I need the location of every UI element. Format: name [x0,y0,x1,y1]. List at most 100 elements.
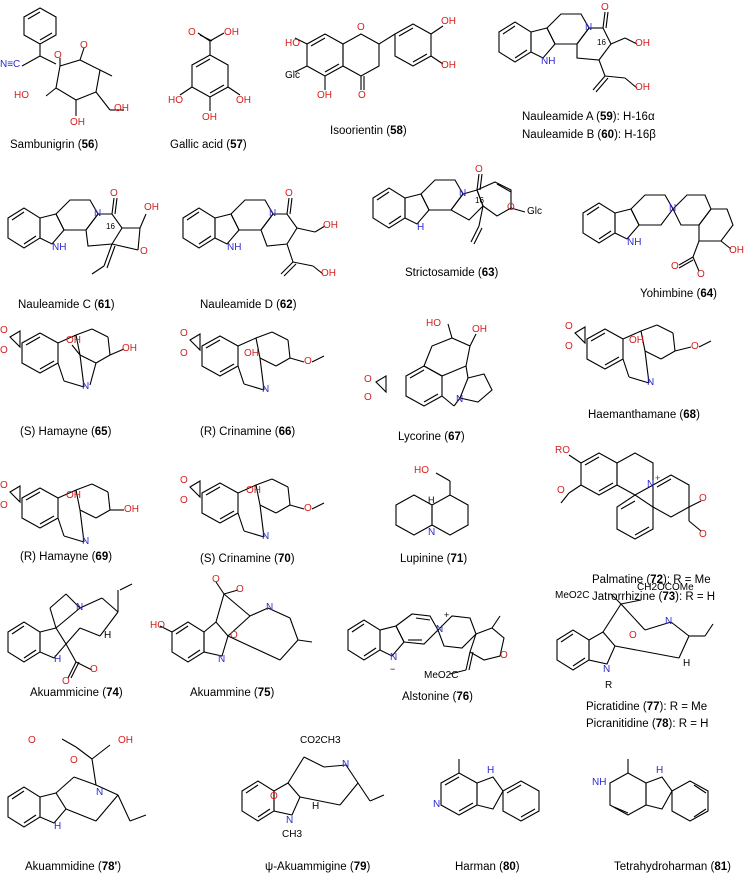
compound-57-caption: Gallic acid (57) [170,139,247,151]
dioxole-oxygen-label: O [364,374,372,385]
compound-71-structure: HO N H [380,465,490,555]
ring-oxygen-label: O [507,202,515,213]
methoxy-oxygen-label: O [691,341,699,352]
dioxole-oxygen-label: O [364,392,372,403]
amine-nitrogen-label: N [262,531,270,542]
ring-oxygen-label: O [357,22,365,33]
hydroxyl-label: OH [118,735,133,746]
compound-63-structure: H N O 16 O Glc [365,150,565,260]
compound-62-structure: NH N O OH OH [175,170,350,280]
amine-nitrogen-label: N [669,203,677,214]
compound-68-structure: O O OH N O [555,315,730,415]
dioxole-oxygen-label: O [565,321,573,332]
carbonyl-oxygen-label: O [601,2,609,13]
dioxole-oxygen-label: O [180,495,188,506]
ether-oxygen-label: O [270,791,278,802]
hydroxyl-label: OH [70,117,85,128]
ester-oxygen-label: O [671,261,679,272]
r-crinamine-drawing [189,331,325,391]
piperidine-nh-label: NH [592,777,607,788]
indole-nh-label: H [417,222,425,233]
ring-oxygen-label: O [140,246,148,257]
compound-78prime-caption: Akuammidine (78') [25,861,122,873]
compound-74-caption: Akuammicine (74) [30,687,123,699]
amine-nitrogen-label: N [82,536,90,547]
hydroxyl-label: HO [14,90,29,101]
carbonyl-oxygen-label: O [475,164,483,175]
n-methyl-label: CH3 [282,829,303,840]
amine-nitrogen-label: N [96,787,104,798]
hydroxyl-label: OH [124,504,139,515]
compound-78-caption: Picranitidine (78): R = H [586,718,709,730]
carbonyl-oxygen-label: O [188,27,196,38]
sambunigrin-drawing [21,7,124,116]
compound-72-caption: Palmatine (72): R = Me [592,574,711,586]
compound-71-caption: Lupinine (71) [400,553,468,565]
lycorine-drawing [375,323,493,407]
amine-nitrogen-label: N [647,377,655,388]
psi-akuammigine-drawing [241,756,385,822]
hydroxyl-label: OH [66,335,81,346]
compound-64-caption: Yohimbine (64) [640,288,717,300]
compound-79-caption: ψ-Akuammigine (79) [265,861,371,873]
pyridinium-nitrogen-label: N [436,624,444,635]
hydroxyl-label: OH [441,16,456,27]
compound-64-structure: NH N O O OH [575,165,745,285]
amine-nitrogen-label: N [262,384,270,395]
compound-58-structure: HO O Glc OH O OH OH [285,0,460,110]
position-16-label: 16 [597,38,606,47]
compound-81-caption: Tetrahydroharman (81) [614,861,731,873]
hydroxyl-label: OH [202,112,217,123]
hydroxyl-label: OH [114,103,129,114]
compound-76-structure: N + N − O MeO2C [340,590,530,700]
nauleamide-ab-drawing [498,11,638,93]
dioxole-oxygen-label: O [565,341,573,352]
compound-67-caption: Lycorine (67) [398,431,465,443]
indoline-nitrogen-label: N [603,664,611,675]
amine-nitrogen-label: N [76,602,84,613]
amide-nitrogen-label: N [94,208,102,219]
bridgehead-hydrogen-label: H [312,801,320,812]
compound-62-caption: Nauleamide D (62) [200,299,297,311]
amine-nitrogen-label: N [82,381,90,392]
hydroxyl-label: HO [168,95,183,106]
methoxy-oxygen-label: O [699,493,707,504]
tetrahydroharman-drawing [609,759,709,822]
akuammidine-drawing [7,738,147,828]
hydroxyl-label: OH [629,335,644,346]
compound-78prime-structure: O O OH N H [0,735,175,850]
hydroxyl-label: OH [323,220,338,231]
hydroxyl-label: OH [635,82,650,93]
positive-charge-label: + [655,473,661,483]
compound-80-structure: N H [425,755,555,835]
akuammicine-drawing [7,583,133,679]
yohimbine-drawing [582,194,734,272]
ether-oxygen-label: O [54,50,62,61]
hydroxyl-label: HO [426,318,441,329]
hydroxyl-label: OH [317,90,332,101]
compound-56-caption: Sambunigrin (56) [10,139,99,151]
compound-68-caption: Haemanthamane (68) [588,409,700,421]
hydroxyl-label: OH [246,485,261,496]
bridgehead-hydrogen-label: H [428,495,435,505]
compound-61-caption: Nauleamide C (61) [18,299,115,311]
compound-59-60-structure: NH N O 16 OH OH [485,0,685,135]
strictosamide-drawing [372,173,526,245]
hydroxyl-label: OH [635,38,650,49]
compound-70-structure: O O OH N O [180,465,345,565]
ring-oxygen-label: O [80,40,88,51]
indole-nh-label: NH [227,242,242,253]
amine-nitrogen-label: N [428,527,436,538]
dioxole-oxygen-label: O [0,480,8,491]
compound-77-78-structure: MeO2C CH2OCOMe O N N R H [545,580,745,695]
compound-80-caption: Harman (80) [455,861,520,873]
dioxole-oxygen-label: O [0,325,8,336]
s-hamayne-drawing [9,328,125,388]
acetoxymethyl-label: CH2OCOMe [637,582,694,593]
carbonyl-oxygen-label: O [62,676,70,687]
carbonyl-oxygen-label: O [110,188,118,199]
compound-65-structure: O O OH N OH [0,315,170,415]
compound-59-caption: Nauleamide A (59): H-16α [522,111,655,123]
ether-oxygen-label: O [629,630,637,641]
indole-nitrogen-label: N [390,652,398,663]
